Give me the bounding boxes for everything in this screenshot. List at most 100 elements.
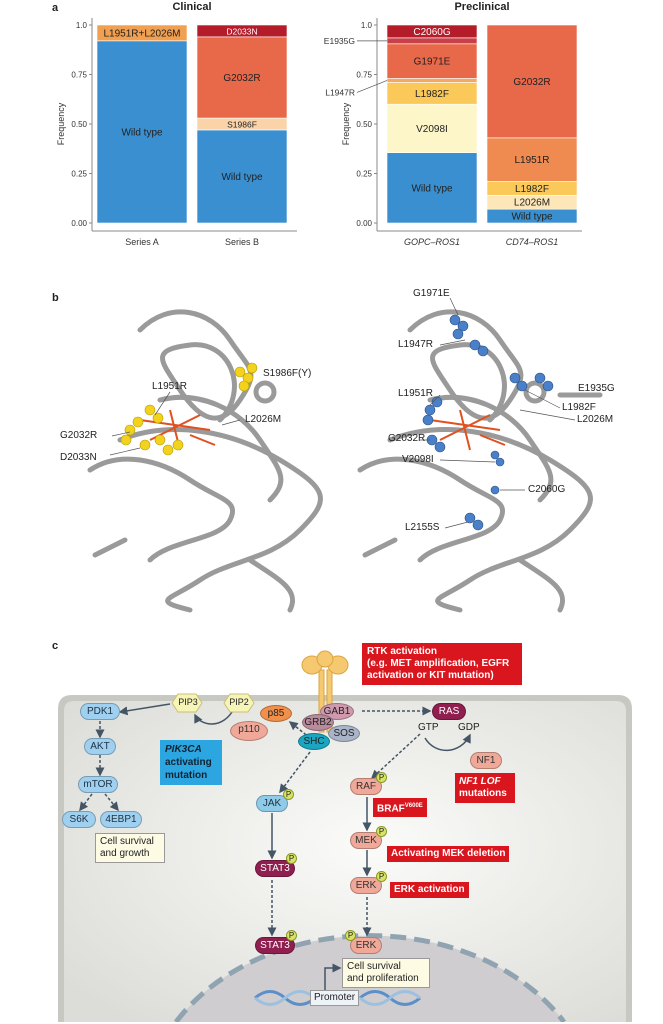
node-pip3: PIP3	[178, 697, 198, 707]
node-grb2: GRB2	[302, 714, 334, 731]
segment-label: L1951R	[514, 155, 549, 166]
y-tick-label: 1.0	[76, 21, 88, 30]
node-stat3-nuclear: STAT3	[255, 937, 295, 954]
mut-label-right-5: L2026M	[577, 414, 614, 425]
mutation-spheres-left	[120, 362, 258, 456]
node-erk: ERK	[350, 877, 382, 894]
mut-label-right-6: G2032R	[388, 433, 426, 444]
erk-activation-box: ERK activation	[390, 882, 469, 898]
x-tick-label: CD74–ROS1	[506, 237, 559, 247]
node-mek: MEK	[350, 832, 382, 849]
panel-label-a: a	[52, 2, 59, 14]
node-jak: JAK	[256, 795, 288, 812]
mut-label-left-0: S1986F(Y)	[263, 368, 312, 379]
node-shc: SHC	[298, 733, 330, 750]
segment-label: E1935G	[324, 36, 355, 46]
phospho-icon: P	[286, 930, 297, 941]
phospho-icon: P	[283, 789, 294, 800]
bar-segment	[196, 24, 288, 38]
bar-segment	[196, 36, 288, 119]
segment-label: S1986F	[227, 120, 257, 130]
leader-line	[356, 80, 388, 93]
mutation-spheres-right	[422, 314, 554, 531]
y-tick-label: 0.50	[356, 120, 372, 129]
mut-label-right-4: L1951R	[398, 388, 434, 399]
y-axis-label: Frequency	[341, 102, 351, 145]
box-line: RTK activation	[367, 646, 438, 657]
box-line: mutation	[165, 770, 208, 781]
segment-label: G2032R	[513, 77, 550, 88]
segment-label: Wild type	[221, 172, 263, 183]
segment-label: D2033N	[226, 26, 257, 36]
note-line: and growth	[100, 848, 150, 859]
segment-label: L1982F	[415, 89, 449, 100]
node-4ebp1: 4EBP1	[100, 811, 142, 828]
y-tick-label: 0.00	[71, 219, 87, 228]
note-line: and proliferation	[347, 973, 419, 984]
segment-label: Wild type	[411, 183, 453, 194]
chart-title-preclinical: Preclinical	[454, 1, 510, 13]
segment-label: L1947R	[325, 87, 355, 97]
mek-deletion-box: Activating MEK deletion	[387, 846, 510, 862]
node-p85: p85	[260, 705, 292, 722]
protein-ribbon-left	[87, 309, 323, 613]
node-ras: RAS	[432, 703, 466, 720]
y-axis-label: Frequency	[56, 102, 66, 145]
node-stat3: STAT3	[255, 860, 295, 877]
y-tick-label: 1.0	[361, 21, 373, 30]
label-leader-lines	[109, 297, 576, 529]
ligand-right	[429, 409, 506, 451]
bar-segment	[386, 103, 478, 154]
mut-label-right-2: E1935G	[578, 383, 615, 394]
panel-label-b: b	[52, 292, 59, 304]
bar-segment	[96, 24, 188, 42]
segment-label: G1971E	[414, 57, 451, 68]
node-nf1: NF1	[470, 752, 502, 769]
protein-ribbon-right	[357, 309, 603, 613]
node-pdk1: PDK1	[80, 703, 120, 720]
receptor	[301, 650, 349, 733]
segment-label: L2026M	[514, 198, 550, 209]
mut-label-right-7: V2098I	[402, 454, 434, 465]
node-sos: SOS	[328, 725, 360, 742]
x-tick-label: Series B	[225, 237, 259, 247]
segment-label: V2098I	[416, 124, 448, 135]
dna-helix	[254, 990, 421, 1006]
mut-label-right-0: G1971E	[413, 288, 450, 299]
node-raf: RAF	[350, 778, 382, 795]
rtk-activation-box: RTK activation(e.g. MET amplification, E…	[362, 643, 522, 685]
bar-segment	[386, 43, 478, 79]
bar-segment	[386, 24, 478, 39]
box-sup: V600E	[404, 803, 423, 809]
mut-label-left-4: D2033N	[60, 452, 97, 463]
label-gdp: GDP	[458, 722, 480, 733]
mut-label-right-9: L2155S	[405, 522, 440, 533]
mut-label-left-2: L2026M	[245, 414, 282, 425]
phospho-icon: P	[376, 772, 387, 783]
box-line: activating	[165, 757, 212, 768]
chart-title-clinical: Clinical	[172, 1, 212, 13]
panel-label-c: c	[52, 640, 59, 652]
box-line: mutations	[459, 788, 507, 799]
mut-label-left-3: G2032R	[60, 430, 98, 441]
segment-label: Wild type	[121, 127, 163, 138]
phospho-icon: P	[376, 871, 387, 882]
node-akt: AKT	[84, 738, 116, 755]
box-line: PIK3CA	[165, 744, 202, 755]
y-tick-label: 0.25	[356, 170, 372, 179]
segment-label: L1982F	[515, 184, 549, 195]
node-pip2: PIP2	[229, 697, 249, 707]
y-tick-label: 0.25	[71, 170, 87, 179]
pik3ca-mutation-box: PIK3CA activating mutation	[160, 740, 222, 785]
protein-structures	[87, 297, 603, 613]
box-line: activation or KIT mutation)	[367, 670, 494, 681]
x-tick-label: Series A	[125, 237, 159, 247]
phospho-icon: P	[286, 853, 297, 864]
node-erk-nuclear: ERK	[350, 937, 382, 954]
bar-segment	[486, 137, 578, 182]
bar-segment	[96, 40, 188, 224]
x-tick-label: GOPC–ROS1	[404, 237, 460, 247]
phospho-icon: P	[376, 826, 387, 837]
